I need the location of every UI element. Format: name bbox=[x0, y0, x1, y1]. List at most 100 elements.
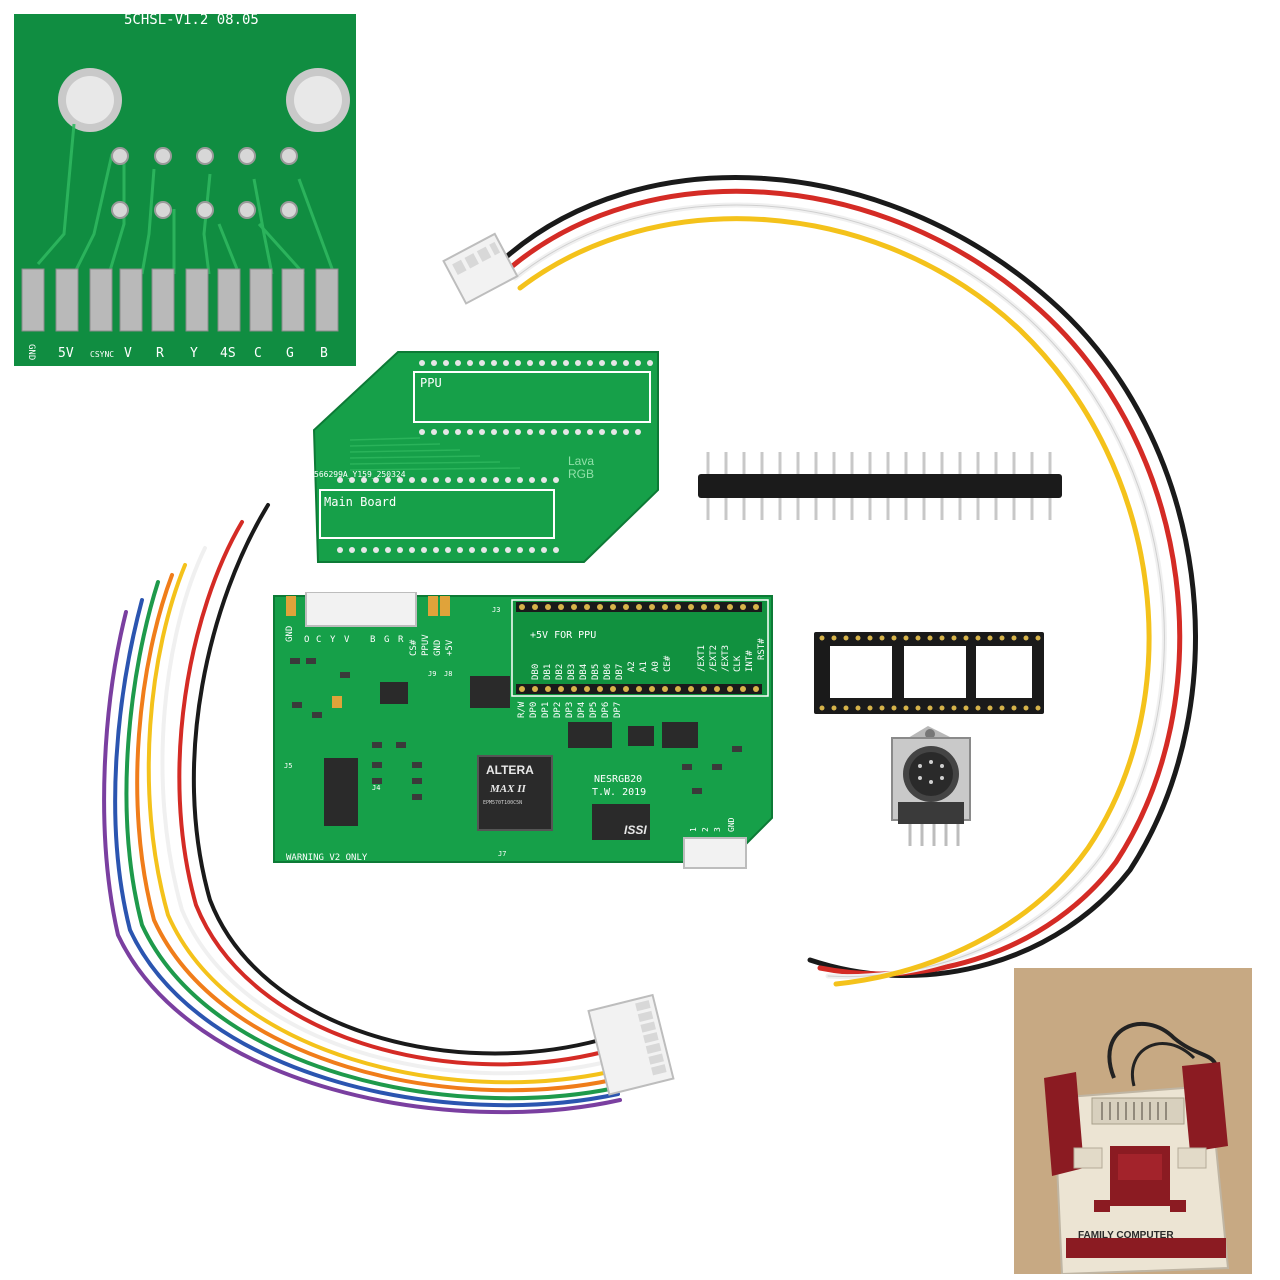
db-label-4: DB4 bbox=[579, 664, 589, 680]
pad-label-8: G bbox=[286, 346, 294, 361]
adapter-pcb: PPU 566299A_Y159_250324 Lava RGB Main Bo… bbox=[312, 351, 659, 563]
brand-rgb: RGB bbox=[568, 467, 594, 481]
jumper-j3: J3 bbox=[492, 606, 500, 614]
rgb-output-header bbox=[305, 592, 417, 627]
port-pin-2: 2 bbox=[701, 827, 710, 832]
jumper-j9: J9 bbox=[428, 670, 436, 678]
four-pin-harness bbox=[502, 175, 1198, 987]
db-label-3: DB3 bbox=[567, 664, 577, 680]
pad-label-3: V bbox=[124, 346, 132, 361]
ppu-header-label: +5V FOR PPU bbox=[530, 630, 596, 641]
tantalum-cap bbox=[332, 696, 342, 708]
conn-label-b: B bbox=[370, 635, 375, 645]
db-label-0: DB0 bbox=[531, 664, 541, 680]
power-label-ppuv: PPUV bbox=[421, 634, 431, 656]
dp-label-1: DP1 bbox=[541, 702, 551, 718]
ic-socket bbox=[814, 632, 1044, 714]
jumper-j5: J5 bbox=[284, 762, 292, 770]
power-label-5v: +5V bbox=[445, 639, 455, 656]
pad-label-0: GND bbox=[26, 344, 36, 360]
eight-pin-connector bbox=[587, 993, 675, 1096]
conn-label-g: G bbox=[384, 635, 389, 645]
dp-label-2: DP2 bbox=[553, 702, 563, 718]
pin-header bbox=[698, 452, 1062, 520]
board-credit: T.W. 2019 bbox=[592, 787, 646, 798]
power-label-cs: CS# bbox=[409, 639, 419, 656]
brand-lava: Lava bbox=[568, 454, 594, 468]
ppu-outline bbox=[413, 371, 651, 423]
conn-label-o: O bbox=[304, 635, 309, 645]
video-amp-ic bbox=[324, 758, 358, 826]
pad-label-7: C bbox=[254, 346, 262, 361]
nesrgb-main-board: GND O C Y V B G R CS# PPUV GND +5V +5V F… bbox=[273, 592, 773, 869]
issi-sram-chip bbox=[592, 804, 650, 840]
port-pin-gnd: GND bbox=[727, 817, 736, 832]
dp-label-4: DP4 bbox=[577, 702, 587, 718]
reset-switch bbox=[1170, 1200, 1186, 1212]
addr-label-a0: A0 bbox=[651, 661, 661, 672]
fpga-brand: ALTERA bbox=[486, 763, 534, 777]
controller-2 bbox=[1182, 1062, 1228, 1152]
db-label-5: DB5 bbox=[591, 664, 601, 680]
ext-label-1: /EXT1 bbox=[697, 645, 707, 672]
pad-label-2: CSYNC bbox=[90, 350, 114, 359]
breakout-top-text: 5CHSL-V1.2 08.05 bbox=[124, 14, 259, 28]
eight-pin-harness bbox=[102, 503, 622, 1115]
clk-label: CLK bbox=[733, 655, 743, 672]
adapter-part-number: 566299A_Y159_250324 bbox=[314, 470, 406, 479]
conn-label-r: R bbox=[398, 635, 404, 645]
int-label: INT# bbox=[745, 650, 755, 672]
db-label-7: DB7 bbox=[615, 664, 625, 680]
jumper-j7: J7 bbox=[498, 850, 506, 858]
sram-brand: ISSI bbox=[624, 823, 647, 837]
main-board-label: Main Board bbox=[324, 495, 396, 509]
altera-fpga-chip bbox=[477, 755, 553, 831]
connector-breakout-pcb: 5CHSL-V1.2 08.05 bbox=[14, 14, 356, 366]
pad-label-1: 5V bbox=[58, 346, 74, 361]
port-pin-3: 3 bbox=[713, 827, 722, 832]
four-pin-connector bbox=[442, 232, 519, 305]
pad-label-4: R bbox=[156, 346, 164, 361]
dp-label-6: DP6 bbox=[601, 702, 611, 718]
conn-label-c: C bbox=[316, 635, 321, 645]
db-label-2: DB2 bbox=[555, 664, 565, 680]
pad-label-6: 4S bbox=[220, 346, 236, 361]
dp-label-7: DP7 bbox=[613, 702, 623, 718]
board-model: NESRGB20 bbox=[594, 774, 642, 785]
addr-label-a2: A2 bbox=[627, 661, 637, 672]
port-pin-1: 1 bbox=[689, 827, 698, 832]
conn-label-gnd: GND bbox=[285, 626, 295, 642]
ppu-passthrough-area bbox=[511, 599, 769, 697]
connector-breakout-inset: 5CHSL-V1.2 08.05 bbox=[14, 14, 356, 366]
db-label-1: DB1 bbox=[543, 664, 553, 680]
dp-label-rw: R/W bbox=[517, 701, 527, 718]
mini-din-connector bbox=[891, 726, 971, 846]
famicom-console: FAMILY COMPUTER bbox=[1014, 968, 1252, 1274]
main-board-outline bbox=[319, 489, 555, 539]
addr-label-a1: A1 bbox=[639, 661, 649, 672]
jumper-j4: J4 bbox=[372, 784, 380, 792]
ppu-label: PPU bbox=[420, 376, 442, 390]
pad-label-5: Y bbox=[190, 346, 198, 361]
ext-label-2: /EXT2 bbox=[709, 645, 719, 672]
warning-label: WARNING V2 ONLY bbox=[286, 853, 368, 863]
ext-label-3: /EXT3 bbox=[721, 645, 731, 672]
rst-label: RST# bbox=[757, 638, 767, 660]
dp-label-5: DP5 bbox=[589, 702, 599, 718]
four-pin-port bbox=[683, 837, 747, 869]
conn-label-y: Y bbox=[330, 635, 336, 645]
jumper-j8: J8 bbox=[444, 670, 452, 678]
fpga-part: EPM570T100C5N bbox=[483, 800, 522, 806]
fpga-series: MAX II bbox=[489, 783, 526, 795]
pad-label-9: B bbox=[320, 346, 328, 361]
conn-label-v: V bbox=[344, 635, 350, 645]
dp-label-0: DP0 bbox=[529, 702, 539, 718]
power-switch bbox=[1094, 1200, 1110, 1212]
ce-label: CE# bbox=[663, 655, 673, 672]
db-label-6: DB6 bbox=[603, 664, 613, 680]
famicom-inset: FAMILY COMPUTER bbox=[1014, 968, 1252, 1274]
power-label-gnd: GND bbox=[433, 640, 443, 656]
console-brand: FAMILY COMPUTER bbox=[1078, 1230, 1174, 1241]
dp-label-3: DP3 bbox=[565, 702, 575, 718]
